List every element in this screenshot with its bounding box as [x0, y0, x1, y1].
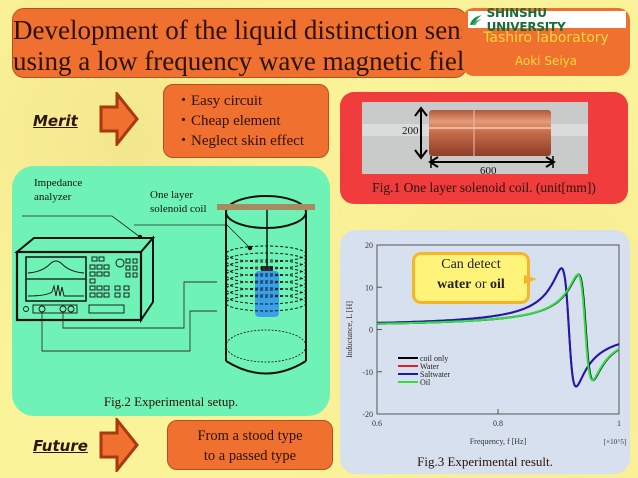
callout-line-2: water or oil: [415, 275, 527, 295]
future-line-1: From a stood type: [197, 428, 303, 444]
diameter-dimension: 200: [402, 125, 419, 137]
title-line-1: Development of the liquid distinction se…: [13, 15, 494, 45]
legend-label: coil only: [420, 354, 448, 363]
callout-bubble: Can detect water or oil: [412, 252, 530, 304]
coil-label: One layer solenoid coil: [150, 188, 207, 216]
merit-item: ・Easy circuit: [176, 93, 263, 109]
analyzer-label-line1: Impedance: [34, 177, 83, 189]
fig1-panel: 200 600 Fig.1 One layer solenoid coil. (…: [340, 92, 628, 204]
experimental-setup-diagram: [14, 195, 315, 375]
callout-line-1: Can detect: [441, 257, 501, 272]
legend-label: Oil: [420, 378, 431, 387]
merit-item: ・Neglect skin effect: [176, 133, 305, 149]
callout-water: water: [437, 277, 472, 292]
fig1-caption: Fig.1 One layer solenoid coil. (unit[mm]…: [372, 180, 596, 195]
callout-or: or: [471, 277, 491, 292]
series-line-oil: [377, 273, 620, 382]
title-line-2: using a low frequency wave magnetic fiel…: [13, 46, 485, 76]
x-tick-label: 0.8: [493, 419, 503, 428]
laboratory-name: Tashiro laboratory: [483, 30, 609, 46]
merit-item: ・Cheap element: [176, 113, 281, 129]
future-label: Future: [33, 437, 88, 455]
x-axis-label: Frequency, f [Hz]: [470, 437, 527, 446]
y-tick-label: 20: [365, 241, 373, 250]
x-multiplier-label: [×10^5]: [604, 438, 626, 446]
analyzer-label: Impedance analyzer: [34, 176, 82, 204]
legend-label: Saltwater: [420, 370, 451, 379]
merit-arrow-icon: [99, 92, 139, 146]
university-box: SHINSHU UNIVERSITY Tashiro laboratory Ao…: [462, 6, 630, 76]
title-box: Development of the liquid distinction se…: [12, 8, 494, 78]
merit-label: Merit: [33, 112, 78, 130]
university-name: SHINSHU UNIVERSITY: [486, 5, 566, 34]
length-dimension: 600: [480, 165, 497, 177]
legend-label: Water: [420, 362, 439, 371]
fig2-caption: Fig.2 Experimental setup.: [103, 394, 239, 409]
callout-pointer: [524, 275, 537, 284]
future-line-2: to a passed type: [203, 448, 297, 464]
university-logo-icon: [469, 14, 482, 25]
series-line-saltwater: [377, 267, 620, 388]
coil-label-line1: One layer: [150, 189, 194, 201]
fig2-panel: Impedance analyzer One layer solenoid co…: [12, 166, 330, 416]
x-tick-label: 1: [617, 419, 621, 428]
analyzer-label-line2: analyzer: [34, 191, 72, 203]
solenoid-coil-illustration: [362, 102, 588, 174]
university-banner: SHINSHU UNIVERSITY: [468, 6, 626, 34]
x-tick-label: 0.6: [372, 419, 382, 428]
y-axis-label: Inductance, L [H]: [345, 301, 354, 358]
future-arrow-icon: [99, 418, 139, 472]
solenoid-cylinder-icon: [217, 195, 315, 375]
y-tick-label: 0: [369, 326, 373, 335]
y-tick-label: 10: [365, 283, 373, 292]
solenoid-coil-photo: 200 600: [362, 102, 588, 177]
impedance-analyzer-icon: [14, 235, 156, 324]
merit-box: ・Easy circuit ・Cheap element ・Neglect sk…: [163, 84, 329, 158]
coil-label-line2: solenoid coil: [150, 203, 207, 215]
fig3-caption: Fig.3 Experimental result.: [417, 454, 553, 469]
y-tick-label: -10: [362, 368, 373, 377]
author-name: Aoki Seiya: [514, 54, 578, 68]
callout-oil: oil: [490, 277, 505, 292]
y-tick-label: -20: [362, 410, 373, 419]
future-box: From a stood type to a passed type: [167, 420, 333, 470]
